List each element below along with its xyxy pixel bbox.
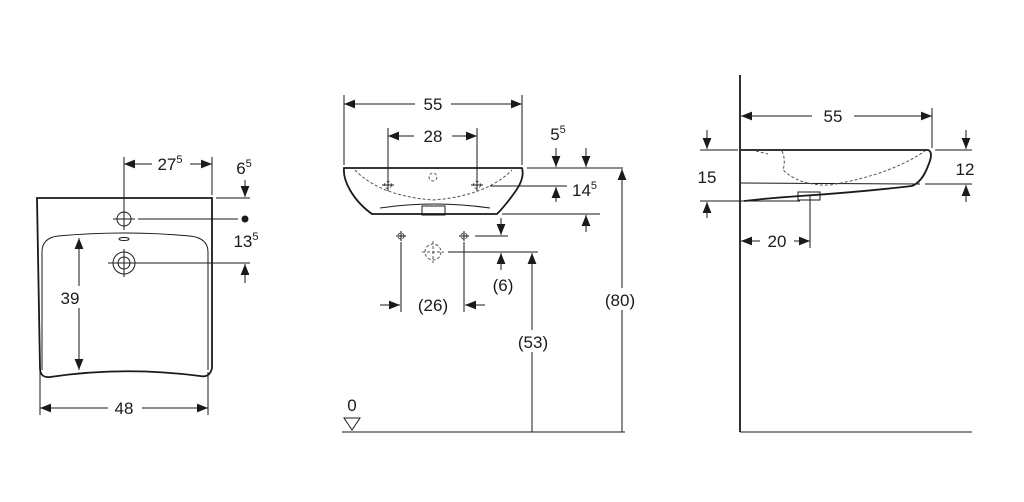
overflow-icon <box>118 237 130 241</box>
dimension-point <box>241 215 249 223</box>
dim-width: 55 <box>424 95 443 114</box>
dim-supply-spacing: (26) <box>418 296 448 315</box>
dim-top-to-tap: 65 <box>236 158 252 178</box>
dim-tap-to-drain: 135 <box>233 231 258 251</box>
dim-bowl-depth: 39 <box>61 289 80 308</box>
dim-waste-height: (53) <box>518 333 548 352</box>
bowl-hidden-line <box>354 169 513 201</box>
level-marker-icon <box>343 417 361 431</box>
bowl-outline <box>41 232 209 370</box>
drain-icon <box>108 249 140 277</box>
dim-projection: 55 <box>824 107 843 126</box>
waste-outlet <box>421 205 446 216</box>
dim-width: 48 <box>115 399 134 418</box>
dim-drain-from-wall: 20 <box>768 232 787 251</box>
floor-level-label: 0 <box>347 396 356 415</box>
supply-point-icon <box>396 231 406 241</box>
dim-rim: 55 <box>550 124 566 144</box>
basin-profile-outline <box>741 149 932 202</box>
waste-outlet <box>797 191 821 201</box>
dim-drain-offset: (6) <box>493 276 514 295</box>
dim-height-front: 12 <box>956 160 975 179</box>
profile-view: 55 15 12 20 <box>698 75 975 433</box>
dim-overflow-height: 145 <box>572 180 597 200</box>
waste-point-icon <box>422 241 444 263</box>
supply-point-icon <box>459 231 469 241</box>
basin-outline <box>36 197 213 378</box>
basin-side-outline <box>342 167 524 215</box>
dim-tap-offset: 275 <box>157 154 182 174</box>
tap-hole-icon <box>113 208 135 230</box>
front-view: 275 65 135 39 48 <box>36 154 259 418</box>
dim-hole-spacing: 28 <box>424 127 443 146</box>
overflow-icon <box>428 172 438 182</box>
side-view: 55 28 55 145 (6) (26) (53) (80) 0 <box>342 92 644 433</box>
dim-height-wall: 15 <box>698 168 717 187</box>
dim-rim-height: (80) <box>605 291 635 310</box>
